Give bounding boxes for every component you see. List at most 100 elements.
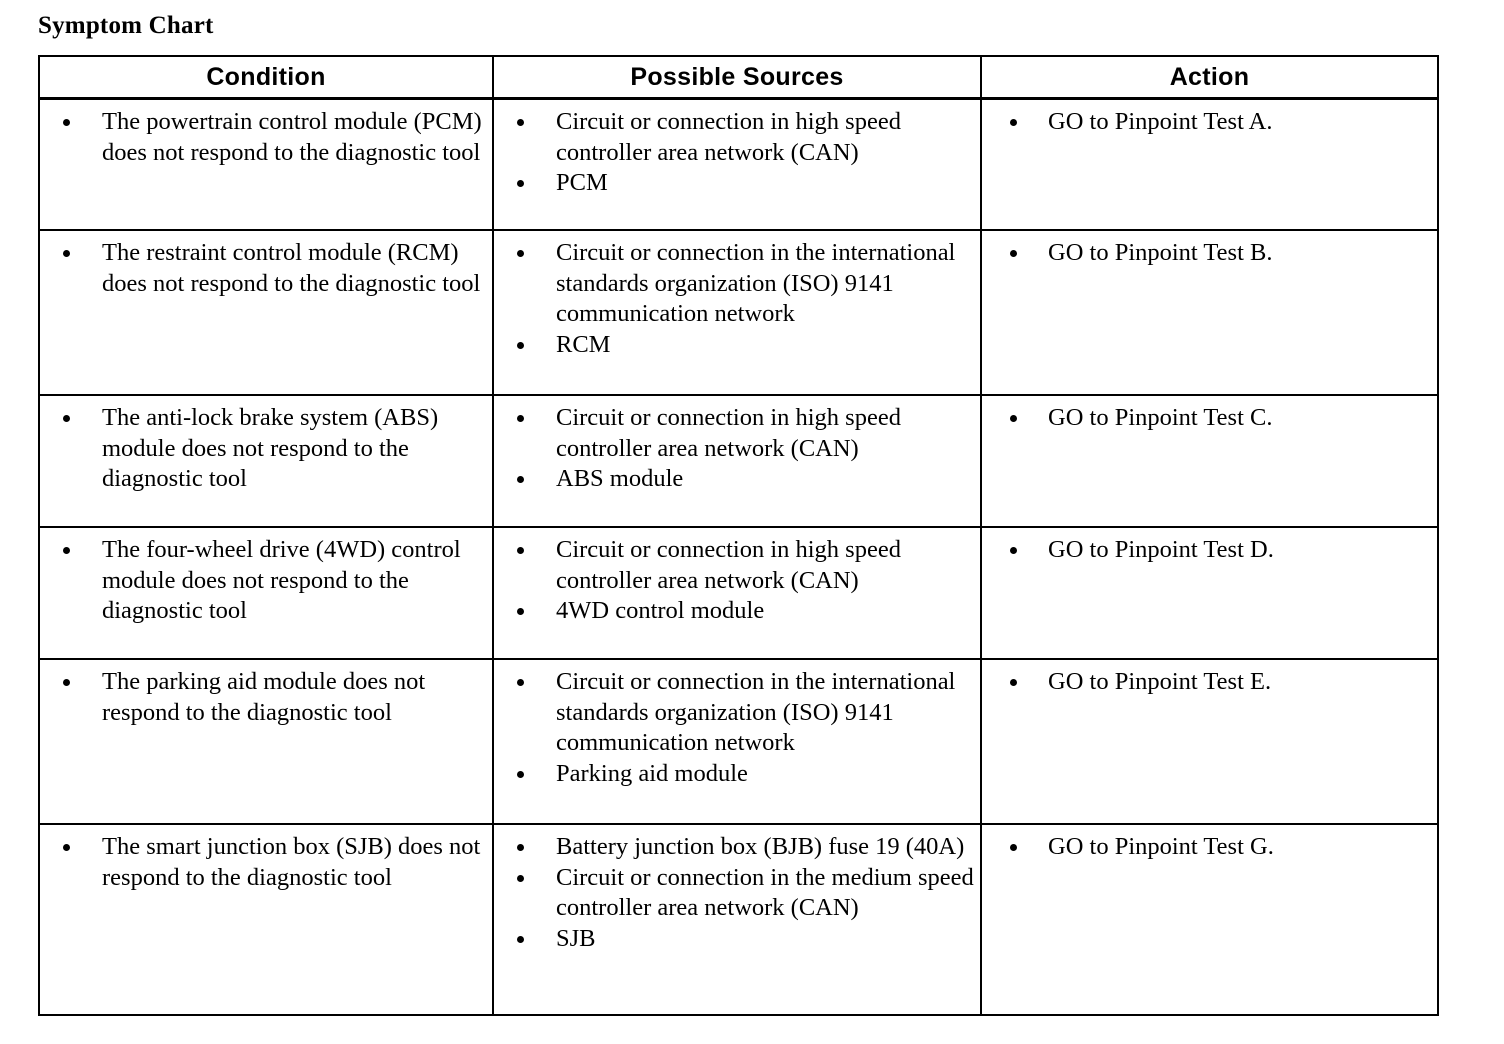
table-cell-sources: Circuit or connection in high speed cont… [492, 394, 982, 528]
bullet-dot-icon [517, 119, 524, 126]
table-cell-sources: Circuit or connection in high speed cont… [492, 97, 982, 231]
bullet-text: The anti-lock brake system (ABS) module … [102, 404, 439, 492]
table-row: The four-wheel drive (4WD) control modul… [38, 526, 1439, 660]
bullet-text: GO to Pinpoint Test D. [1048, 536, 1274, 563]
bullet-text: ABS module [556, 465, 684, 492]
table-cell-action: GO to Pinpoint Test G. [980, 823, 1439, 1016]
bullet-dot-icon [517, 874, 524, 882]
bullet-text: RCM [556, 330, 611, 358]
table-row: The restraint control module (RCM) does … [38, 229, 1439, 396]
bullet-text: 4WD control module [556, 597, 765, 624]
bullet-item: The smart junction box (SJB) does not re… [46, 832, 486, 893]
bullet-item[interactable]: GO to Pinpoint Test B. [988, 238, 1431, 269]
bullet-item: Circuit or connection in high speed cont… [500, 107, 974, 168]
page-title: Symptom Chart [38, 12, 214, 39]
bullet-dot-icon [517, 770, 524, 778]
table-header: Condition Possible Sources Action [38, 55, 1439, 100]
bullet-dot-icon [63, 250, 70, 257]
bullet-list-action: GO to Pinpoint Test E. [982, 660, 1437, 707]
bullet-text: GO to Pinpoint Test E. [1048, 668, 1272, 695]
table-cell-sources: Circuit or connection in high speed cont… [492, 526, 982, 660]
bullet-item: Battery junction box (BJB) fuse 19 (40A) [500, 832, 974, 863]
bullet-item: ABS module [500, 464, 974, 495]
bullet-list-condition: The smart junction box (SJB) does not re… [40, 825, 492, 902]
table-cell-sources: Circuit or connection in the internation… [492, 658, 982, 825]
bullet-list-action: GO to Pinpoint Test C. [982, 396, 1437, 443]
bullet-list-sources: Circuit or connection in high speed cont… [494, 396, 980, 504]
bullet-item: Circuit or connection in high speed cont… [500, 403, 974, 464]
bullet-list-condition: The parking aid module does not respond … [40, 660, 492, 737]
bullet-dot-icon [1010, 547, 1017, 554]
bullet-dot-icon [63, 547, 70, 554]
bullet-dot-icon [517, 547, 524, 554]
bullet-text: Circuit or connection in high speed cont… [556, 404, 901, 462]
bullet-list-sources: Circuit or connection in the internation… [494, 231, 980, 369]
bullet-dot-icon [63, 119, 70, 126]
bullet-dot-icon [63, 415, 70, 422]
bullet-dot-icon [1010, 415, 1017, 422]
table-cell-action: GO to Pinpoint Test B. [980, 229, 1439, 396]
table-body: The powertrain control module (PCM) does… [38, 97, 1439, 1016]
bullet-text: Circuit or connection in high speed cont… [556, 108, 901, 166]
bullet-list-sources: Battery junction box (BJB) fuse 19 (40A)… [494, 825, 980, 963]
bullet-item: RCM [500, 330, 974, 361]
table-cell-action: GO to Pinpoint Test C. [980, 394, 1439, 528]
bullet-item[interactable]: GO to Pinpoint Test D. [988, 535, 1431, 566]
bullet-dot-icon [1010, 119, 1017, 126]
bullet-list-condition: The restraint control module (RCM) does … [40, 231, 492, 308]
bullet-list-sources: Circuit or connection in the internation… [494, 660, 980, 798]
bullet-list-sources: Circuit or connection in high speed cont… [494, 100, 980, 208]
bullet-text: GO to Pinpoint Test C. [1048, 404, 1273, 431]
bullet-dot-icon [517, 935, 524, 943]
bullet-text: Circuit or connection in the medium spee… [556, 863, 974, 922]
bullet-text: Circuit or connection in the internation… [556, 239, 956, 327]
bullet-text: Circuit or connection in the internation… [556, 668, 956, 756]
bullet-dot-icon [517, 844, 524, 851]
bullet-list-action: GO to Pinpoint Test A. [982, 100, 1437, 147]
bullet-dot-icon [63, 679, 70, 686]
bullet-text: The parking aid module does not respond … [102, 668, 426, 726]
bullet-text: SJB [556, 924, 596, 952]
bullet-list-action: GO to Pinpoint Test B. [982, 231, 1437, 278]
bullet-item: The parking aid module does not respond … [46, 667, 486, 728]
bullet-item[interactable]: GO to Pinpoint Test A. [988, 107, 1431, 138]
bullet-item[interactable]: GO to Pinpoint Test G. [988, 832, 1431, 863]
bullet-dot-icon [517, 415, 524, 422]
bullet-item: Circuit or connection in high speed cont… [500, 535, 974, 596]
bullet-item[interactable]: GO to Pinpoint Test E. [988, 667, 1431, 698]
table-cell-condition: The four-wheel drive (4WD) control modul… [38, 526, 494, 660]
bullet-dot-icon [1010, 844, 1017, 851]
bullet-item[interactable]: GO to Pinpoint Test C. [988, 403, 1431, 434]
bullet-dot-icon [517, 608, 524, 615]
bullet-dot-icon [517, 341, 524, 349]
table-cell-action: GO to Pinpoint Test A. [980, 97, 1439, 231]
bullet-text: The restraint control module (RCM) does … [102, 239, 481, 297]
bullet-dot-icon [517, 250, 524, 257]
bullet-item: 4WD control module [500, 596, 974, 627]
bullet-list-condition: The four-wheel drive (4WD) control modul… [40, 528, 492, 636]
table-cell-sources: Battery junction box (BJB) fuse 19 (40A)… [492, 823, 982, 1016]
bullet-text: Parking aid module [556, 759, 748, 787]
bullet-dot-icon [63, 844, 70, 851]
bullet-list-condition: The powertrain control module (PCM) does… [40, 100, 492, 177]
table-row: The anti-lock brake system (ABS) module … [38, 394, 1439, 528]
table-row: The parking aid module does not respond … [38, 658, 1439, 825]
table-cell-condition: The anti-lock brake system (ABS) module … [38, 394, 494, 528]
table-cell-action: GO to Pinpoint Test D. [980, 526, 1439, 660]
table-cell-sources: Circuit or connection in the internation… [492, 229, 982, 396]
bullet-dot-icon [517, 679, 524, 686]
bullet-dot-icon [1010, 679, 1017, 686]
bullet-text: The powertrain control module (PCM) does… [102, 108, 482, 166]
bullet-item: SJB [500, 924, 974, 955]
bullet-list-action: GO to Pinpoint Test D. [982, 528, 1437, 575]
bullet-item: The four-wheel drive (4WD) control modul… [46, 535, 486, 627]
table-header-row: Condition Possible Sources Action [38, 55, 1439, 100]
bullet-text: PCM [556, 169, 608, 196]
table-cell-action: GO to Pinpoint Test E. [980, 658, 1439, 825]
bullet-dot-icon [517, 476, 524, 483]
table-row: The smart junction box (SJB) does not re… [38, 823, 1439, 1016]
table-cell-condition: The restraint control module (RCM) does … [38, 229, 494, 396]
bullet-text: Battery junction box (BJB) fuse 19 (40A) [556, 833, 965, 860]
bullet-text: The four-wheel drive (4WD) control modul… [102, 536, 461, 624]
bullet-item: PCM [500, 168, 974, 199]
